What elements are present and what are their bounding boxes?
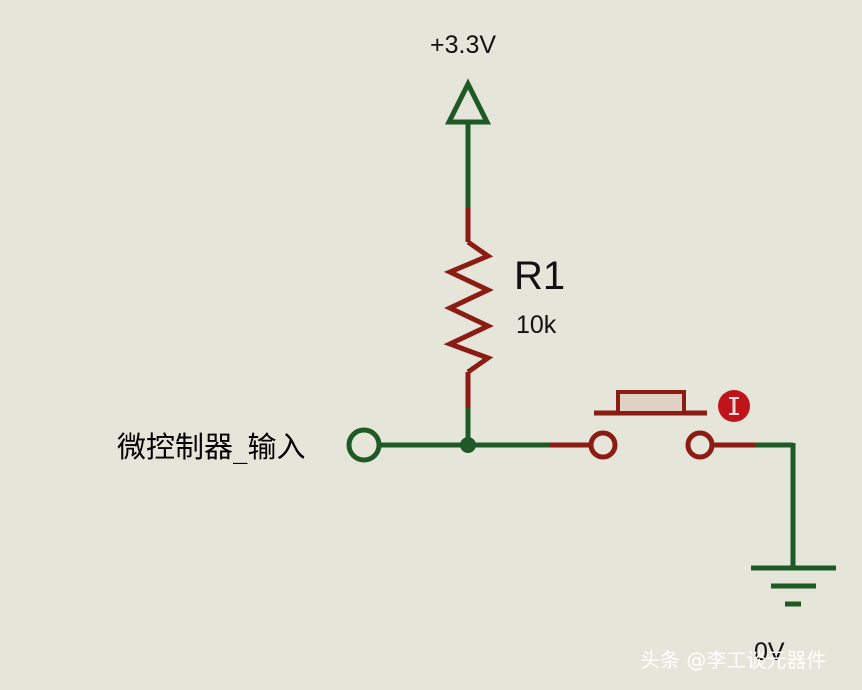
- watermark-text: 头条 @李工谈元器件: [640, 648, 826, 672]
- switch-state-indicator-icon: [718, 390, 750, 422]
- push-button-switch: [588, 390, 715, 460]
- switch-button-cap: [616, 390, 686, 415]
- switch-right-contact: [685, 430, 715, 460]
- input-pin-label: 微控制器_输入: [117, 430, 306, 465]
- ground-label: 0V: [754, 638, 785, 666]
- supply-arrow-symbol: [444, 78, 492, 125]
- ground-symbol: [751, 565, 836, 607]
- switch-left-contact: [588, 430, 618, 460]
- junction-dot: [460, 437, 476, 453]
- resistor-r1-symbol: [443, 239, 494, 375]
- supply-label: +3.3V: [430, 31, 496, 59]
- resistor-value-label: 10k: [516, 311, 557, 339]
- input-terminal: [346, 427, 382, 463]
- resistor-ref-label: R1: [514, 254, 565, 298]
